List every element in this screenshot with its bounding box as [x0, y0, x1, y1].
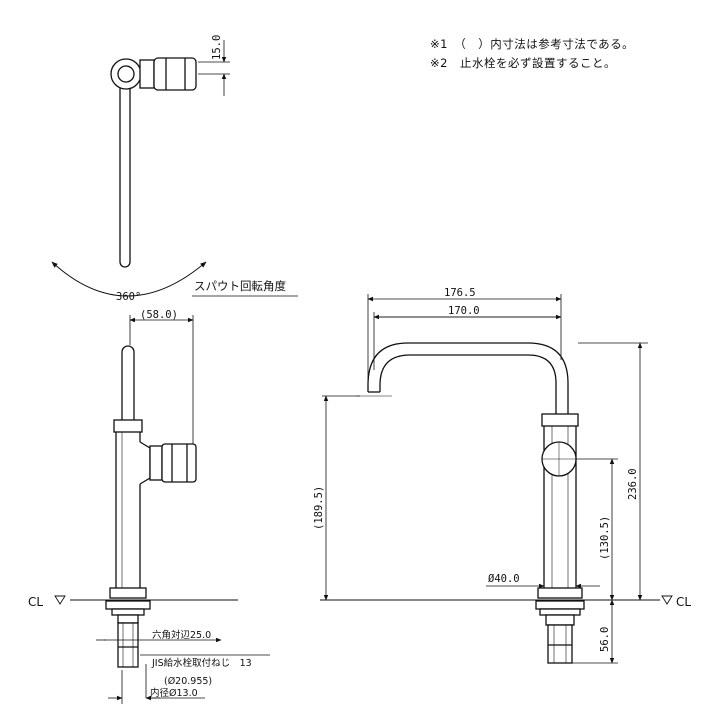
rotation-arc — [51, 261, 207, 297]
dim-spout-reach: 170.0 — [448, 305, 480, 317]
dim-handle-reach: (58.0) — [140, 309, 178, 321]
label-rotation-angle: 360° — [116, 291, 141, 303]
dim-spout-overall: 176.5 — [444, 287, 476, 299]
dim-total-height: 236.0 — [627, 468, 639, 500]
top-view-body-inner — [117, 65, 135, 83]
label-inner-diameter: 内径Ø13.0 — [150, 687, 198, 699]
dim-handle-height: (130.5) — [599, 516, 611, 560]
label-jis-thread: JIS給水栓取付ねじ 13 — [151, 657, 252, 669]
note-reference-dimensions: ※1 （ ）内寸法は参考寸法である。 — [430, 37, 635, 51]
top-view-handle-collar — [139, 59, 155, 89]
front-view-handle — [161, 443, 197, 483]
dim-body-diameter: Ø40.0 — [488, 573, 520, 585]
note-install-stop-valve: ※2 止水栓を必ず設置すること。 — [430, 56, 616, 70]
dim-shank-length: 56.0 — [599, 627, 611, 652]
front-view — [54, 315, 270, 704]
label-centerline-left: CL — [28, 595, 43, 609]
top-view-spout — [119, 78, 131, 268]
dim-handle-offset: 15.0 — [211, 35, 223, 60]
label-spout-rotation: スパウト回転角度 — [194, 279, 286, 293]
top-view-handle — [153, 57, 197, 91]
label-centerline-right: CL — [676, 595, 691, 609]
side-view — [320, 294, 673, 664]
label-hex-width: 六角対辺25.0 — [152, 629, 211, 641]
dim-spout-height: (189.5) — [313, 486, 325, 530]
top-view — [51, 40, 230, 297]
top-view-body-circle — [110, 58, 142, 90]
label-thread-diameter: (Ø20.955) — [164, 676, 212, 687]
